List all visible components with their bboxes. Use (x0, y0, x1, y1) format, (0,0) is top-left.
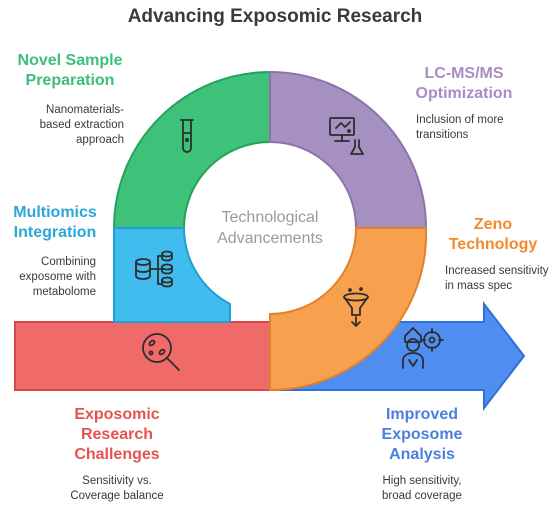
sector-novel-sample-prep (112, 70, 271, 229)
multiomics-desc-line2: exposome with (19, 271, 96, 283)
novel-sample-prep-title-line2: Preparation (25, 72, 115, 89)
lcms-optimization-title: LC-MS/MS Optimization (404, 64, 524, 104)
challenges-title-line1: Exposomic (74, 406, 160, 423)
sector-lcms-optimization (269, 70, 428, 229)
funnel-icon (343, 287, 369, 327)
zeno-title-line2: Technology (448, 236, 538, 253)
challenges-bar (14, 321, 272, 391)
multiomics-desc: Combining exposome with metabolome (0, 255, 96, 300)
lcms-optimization-title-line2: Optimization (415, 85, 513, 102)
page-title: Advancing Exposomic Research (127, 6, 423, 27)
improved-title-line1: Improved (385, 406, 458, 423)
test-tube-icon (180, 119, 194, 153)
lcms-optimization-title-line1: LC-MS/MS (424, 65, 504, 82)
magnifier-bacteria-icon (142, 333, 180, 371)
computer-flask-icon (329, 117, 364, 155)
multiomics-title-line2: Integration (13, 224, 97, 241)
novel-sample-prep-desc-line1: Nanomaterials- (46, 104, 124, 116)
challenges-desc-line2: Coverage balance (70, 490, 164, 502)
sector-multiomics (113, 227, 231, 323)
center-circle (186, 144, 354, 312)
database-network-icon (135, 250, 173, 288)
center-label: Technological Advancements (185, 207, 355, 249)
improved-title: Improved Exposome Analysis (357, 405, 487, 465)
improved-title-line3: Analysis (389, 446, 455, 463)
center-label-line2: Advancements (217, 230, 323, 247)
improved-desc: High sensitivity, broad coverage (357, 474, 487, 504)
challenges-desc: Sensitivity vs. Coverage balance (52, 474, 182, 504)
novel-sample-prep-desc-line2: based extraction (39, 119, 124, 131)
zeno-desc-line1: Increased sensitivity (445, 265, 549, 277)
improved-title-line2: Exposome (381, 426, 463, 443)
multiomics-desc-line1: Combining (41, 256, 96, 268)
lcms-optimization-desc-line1: Inclusion of more (416, 114, 504, 126)
multiomics-title: Multiomics Integration (0, 203, 110, 243)
person-target-icon (402, 327, 444, 369)
lcms-optimization-desc-line2: transitions (416, 129, 469, 141)
challenges-desc-line1: Sensitivity vs. (82, 475, 152, 487)
novel-sample-prep-title-line1: Novel Sample (17, 52, 123, 69)
challenges-title: Exposomic Research Challenges (52, 405, 182, 465)
zeno-title: Zeno Technology (436, 215, 550, 255)
zeno-title-line1: Zeno (473, 216, 513, 233)
novel-sample-prep-desc: Nanomaterials- based extraction approach (2, 103, 124, 148)
lcms-optimization-desc: Inclusion of more transitions (416, 113, 536, 143)
improved-desc-line1: High sensitivity, (382, 475, 462, 487)
challenges-title-line2: Research (80, 426, 154, 443)
center-label-line1: Technological (221, 209, 319, 226)
novel-sample-prep-title: Novel Sample Preparation (2, 51, 138, 91)
zeno-desc-line2: in mass spec (445, 280, 513, 292)
multiomics-desc-line3: metabolome (32, 286, 96, 298)
zeno-desc: Increased sensitivity in mass spec (445, 264, 550, 294)
improved-desc-line2: broad coverage (382, 490, 462, 502)
multiomics-title-line1: Multiomics (13, 204, 97, 221)
sector-zeno (269, 227, 428, 392)
challenges-title-line3: Challenges (74, 446, 160, 463)
novel-sample-prep-desc-line3: approach (76, 134, 124, 146)
